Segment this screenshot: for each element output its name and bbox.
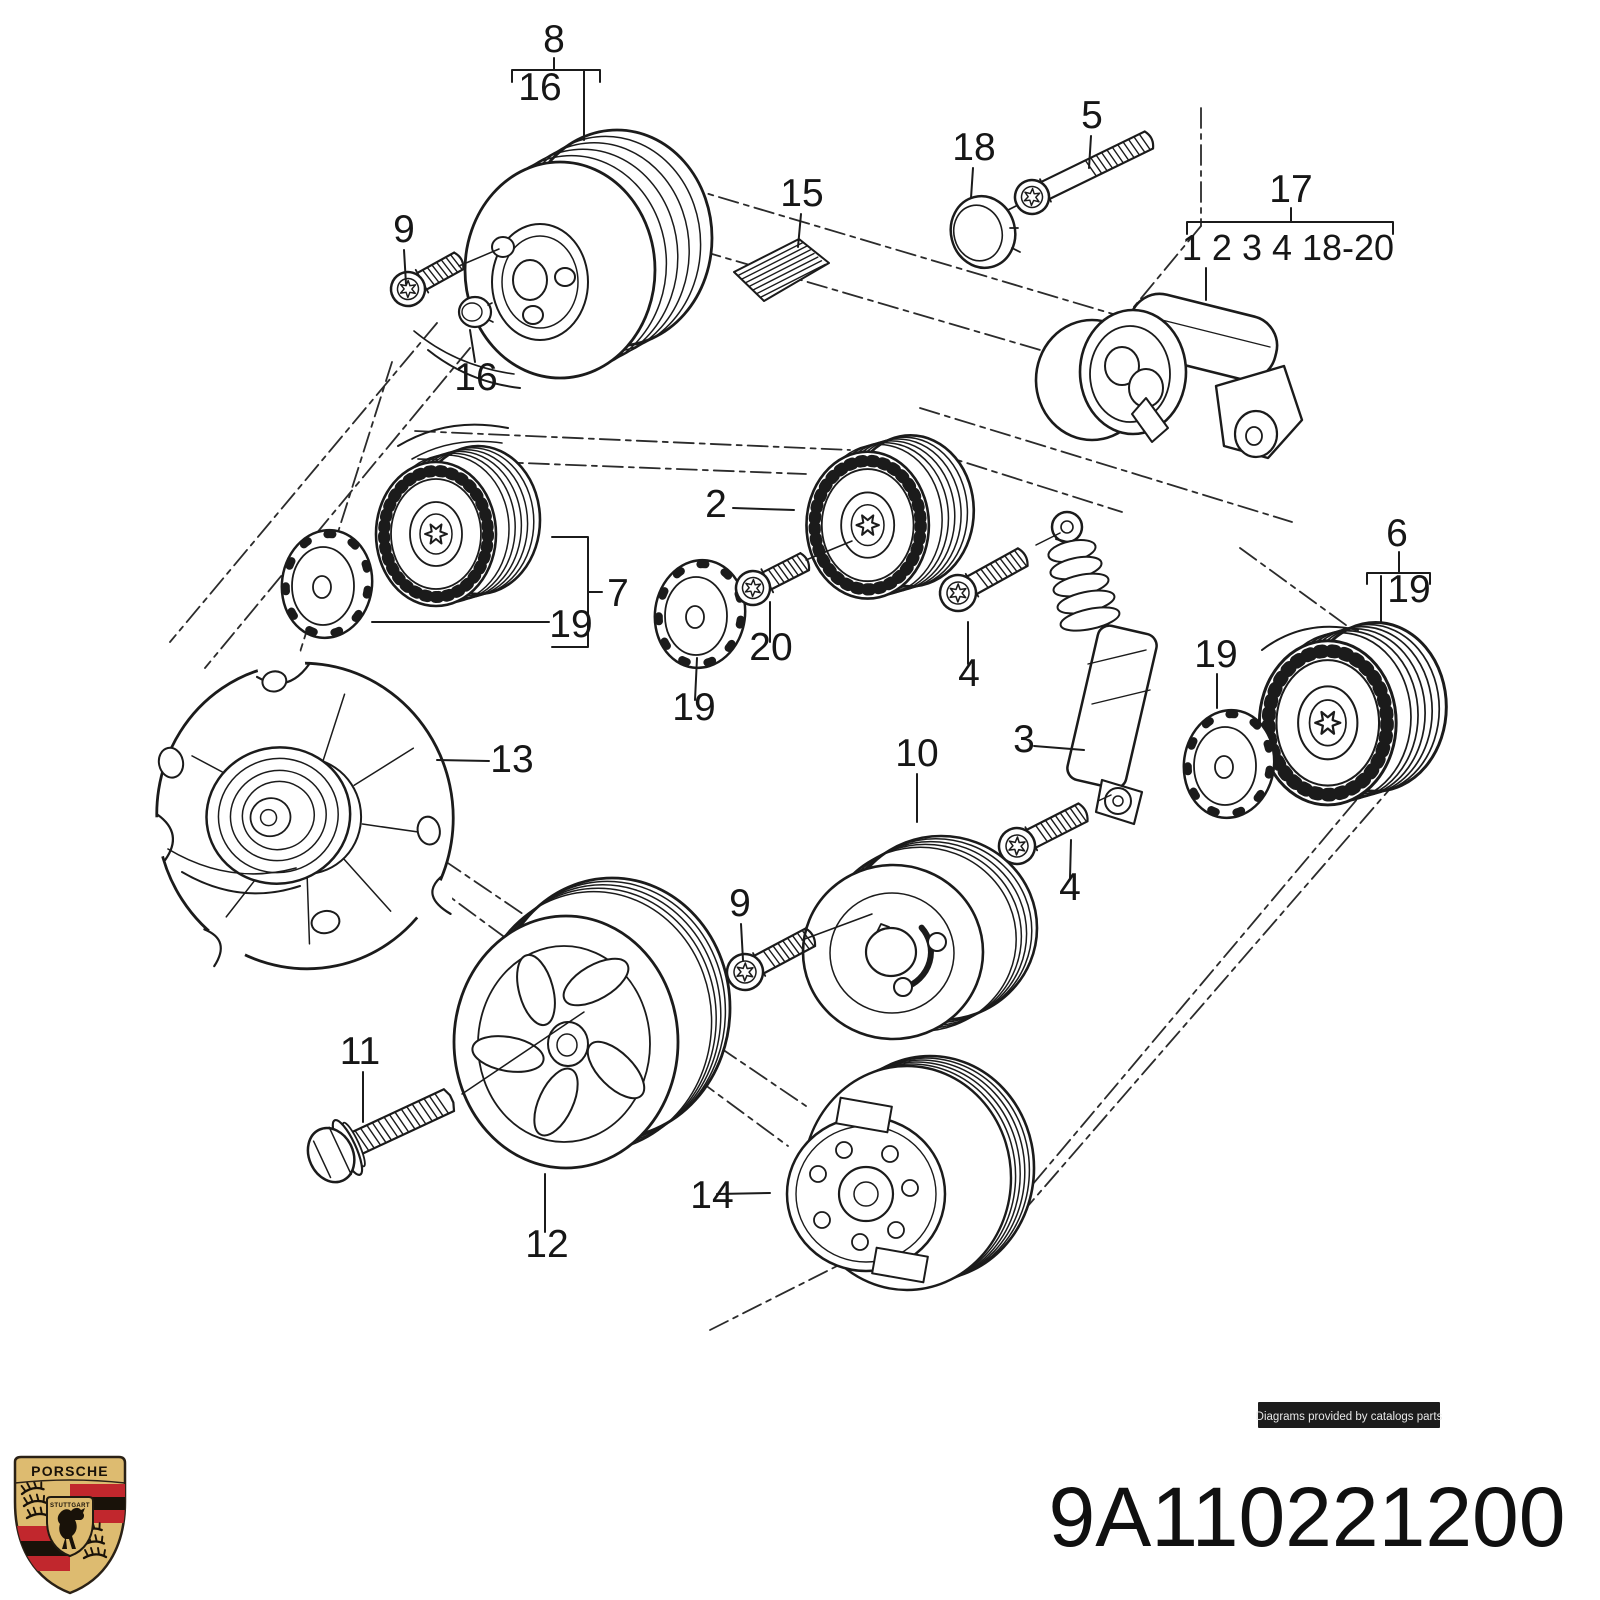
part-label-17: 17 [1269,168,1312,211]
idler-pulley-6 [1259,623,1446,805]
pulley-10 [801,834,1039,1041]
idler-pulley-7 [376,446,540,606]
belt-section-15 [733,238,830,302]
watermark-text: Diagrams provided by catalogs parts [1256,1411,1443,1423]
part-label-8: 8 [543,18,565,61]
cap-18 [949,194,1021,270]
water-pump-13 [137,641,455,971]
part-label-6: 6 [1386,512,1408,555]
bolt-4-lower [993,795,1094,870]
part-label-9b: 9 [729,882,751,925]
part-label-9a: 9 [393,208,415,251]
idler-pulley-2 [806,435,973,598]
part-label-17row: 1 2 3 4 18-20 [1182,227,1394,268]
porsche-horse-icon [57,1507,85,1549]
part-label-11: 11 [340,1030,381,1073]
part-label-16a: 16 [518,66,561,109]
stuttgart-label: STUTTGART [50,1503,90,1509]
part-label-16b: 16 [454,356,497,399]
part-label-19wp: 19 [549,603,592,646]
porsche-wordmark: PORSCHE [31,1463,109,1479]
cover-cap-19-left [275,524,379,643]
bolt-5 [1009,123,1159,219]
part-label-19mid: 19 [672,686,715,729]
hex-bolt-11 [306,1088,456,1184]
part-label-3: 3 [1013,718,1035,761]
bolt-9-upper [385,245,470,313]
part-label-4a: 4 [958,652,980,695]
part-label-2: 2 [705,483,727,526]
cover-cap-19-middle [648,554,752,673]
part-label-15: 15 [780,172,823,215]
bolt-20 [730,545,815,611]
cap-16 [457,295,494,329]
crank-pulley-12 [452,876,732,1170]
part-label-10: 10 [895,732,938,775]
part-label-12: 12 [525,1223,568,1266]
part-label-19r6: 19 [1387,568,1430,611]
part-label-4b: 4 [1059,866,1081,909]
callout-leader-lines [362,57,1431,1233]
porsche-logo: PORSCHE STUTTGART [13,1455,127,1595]
part-label-5: 5 [1081,94,1103,137]
part-label-14: 14 [690,1174,733,1217]
compressor-pulley-14 [785,1054,1036,1292]
watermark-badge: Diagrams provided by catalogs parts [1256,1402,1443,1428]
tensioner-damper-3 [1047,510,1158,826]
part-label-20: 20 [749,626,792,669]
tensioner-arm-1 [1034,292,1304,460]
part-label-7: 7 [607,572,629,615]
part-label-13: 13 [490,738,533,781]
pulley-8 [463,128,714,380]
part-label-18: 18 [952,126,995,169]
part-label-19r: 19 [1194,633,1237,676]
part-number: 9A110221200 [1049,1470,1566,1564]
